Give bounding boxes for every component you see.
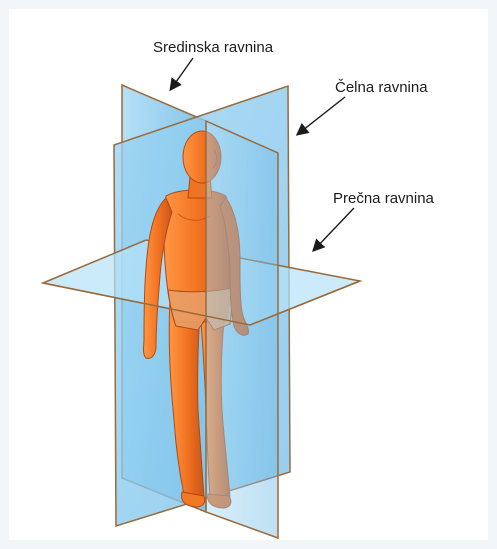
frontal-plane-label: Čelna ravnina	[335, 79, 428, 96]
sagittal-plane-label: Sredinska ravnina	[153, 39, 274, 56]
sagittal-plane-front	[206, 121, 278, 538]
sagittal-pointer	[171, 58, 193, 89]
frontal-pointer	[298, 97, 345, 134]
transverse-plane-label: Prečna ravnina	[333, 190, 435, 207]
transverse-pointer	[314, 208, 354, 250]
